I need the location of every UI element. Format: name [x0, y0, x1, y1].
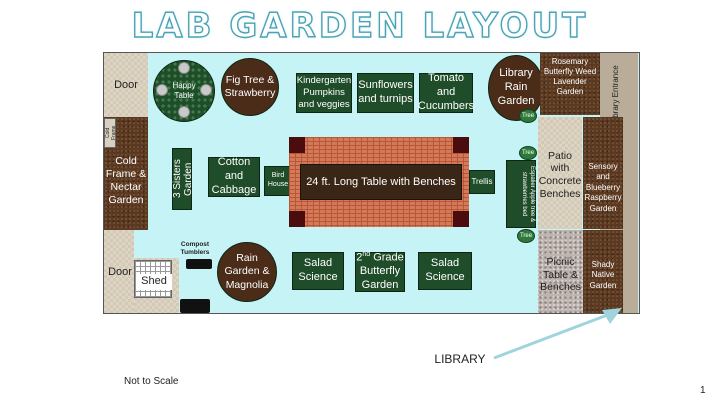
sunflowers-bed: Sunflowers and turnips [357, 73, 414, 113]
not-to-scale-note: Not to Scale [124, 376, 179, 387]
rosemary-garden-label: Rosemary Butterfly Weed Lavender Garden [543, 57, 597, 96]
compost-tumbler [180, 299, 210, 313]
library-label: LIBRARY [434, 351, 486, 366]
cold-frame-small-box [104, 118, 116, 148]
happy-table-seat [178, 106, 190, 118]
sensory-garden-label: Sensory and Blueberry Raspberry Garden [584, 162, 622, 213]
happy-table-label: Happy Table [172, 81, 196, 100]
long-table-corner [453, 211, 469, 227]
tree-icon: Tree [519, 109, 537, 123]
kindergarten-bed: Kindergarten Pumpkins and veggies [296, 73, 352, 113]
long-table-corner [289, 211, 305, 227]
long-table-corner [289, 137, 305, 153]
cold-frame-small-label: Cold Frame [105, 125, 117, 141]
tomato-bed: Tomato and Cucumbers [417, 72, 475, 113]
salad-science-bed-2: Salad Science [418, 252, 472, 290]
cotton-cabbage-bed: Cotton and Cabbage [208, 156, 260, 197]
happy-table-seat [200, 84, 212, 96]
espalier-label: Espalier Apple tree & strawberries bed [521, 165, 535, 223]
door-bottom-area [104, 230, 134, 313]
three-sisters-bed [172, 148, 192, 210]
fig-tree-strawberry-bed: Fig Tree & Strawberry [221, 58, 279, 116]
happy-table-seat [156, 84, 168, 96]
door-bottom-label: Door [108, 266, 132, 279]
library-arrow [493, 308, 622, 360]
picnic-area [538, 230, 583, 313]
second-grade-butterfly-bed: 2nd Grade Butterfly Garden [355, 251, 405, 292]
long-table: 24 ft. Long Table with Benches [300, 164, 462, 200]
happy-table-seat [178, 62, 190, 74]
compost-tumblers-label: Compost Tumblers [180, 241, 210, 256]
picnic-label: Picnic Table & Benches [540, 256, 581, 294]
bird-house: Bird House [264, 166, 292, 196]
shady-native-garden-label: Shady Native Garden [589, 260, 617, 290]
salad-science-bed-1: Salad Science [292, 252, 344, 290]
compost-tumbler [186, 259, 212, 269]
espalier-bed [506, 160, 536, 228]
second-grade-label: 2nd Grade Butterfly Garden [356, 251, 404, 292]
three-sisters-label: 3 Sisters Garden [172, 159, 194, 199]
cold-frame-nectar-label: Cold Frame & Nectar Garden [105, 155, 147, 207]
page-number: 1 [700, 385, 706, 396]
sensory-garden-bed [583, 117, 623, 229]
patio-label: Patio with Concrete Benches [538, 149, 582, 200]
page-title: LAB GARDEN LAYOUT [131, 5, 589, 46]
rain-garden-magnolia: Rain Garden & Magnolia [217, 242, 277, 302]
door-top-area [104, 53, 148, 117]
long-table-corner [453, 137, 469, 153]
shady-native-garden-bed [583, 230, 623, 313]
patio-area [538, 117, 582, 229]
tree-icon: Tree [519, 146, 537, 160]
tree-icon: Tree [517, 229, 535, 243]
trellis: Trellis [469, 170, 495, 194]
shed-label: Shed [136, 274, 172, 290]
library-rain-garden: Library Rain Garden [488, 55, 544, 121]
rosemary-garden-bed [540, 53, 600, 115]
door-top-label: Door [114, 79, 138, 92]
